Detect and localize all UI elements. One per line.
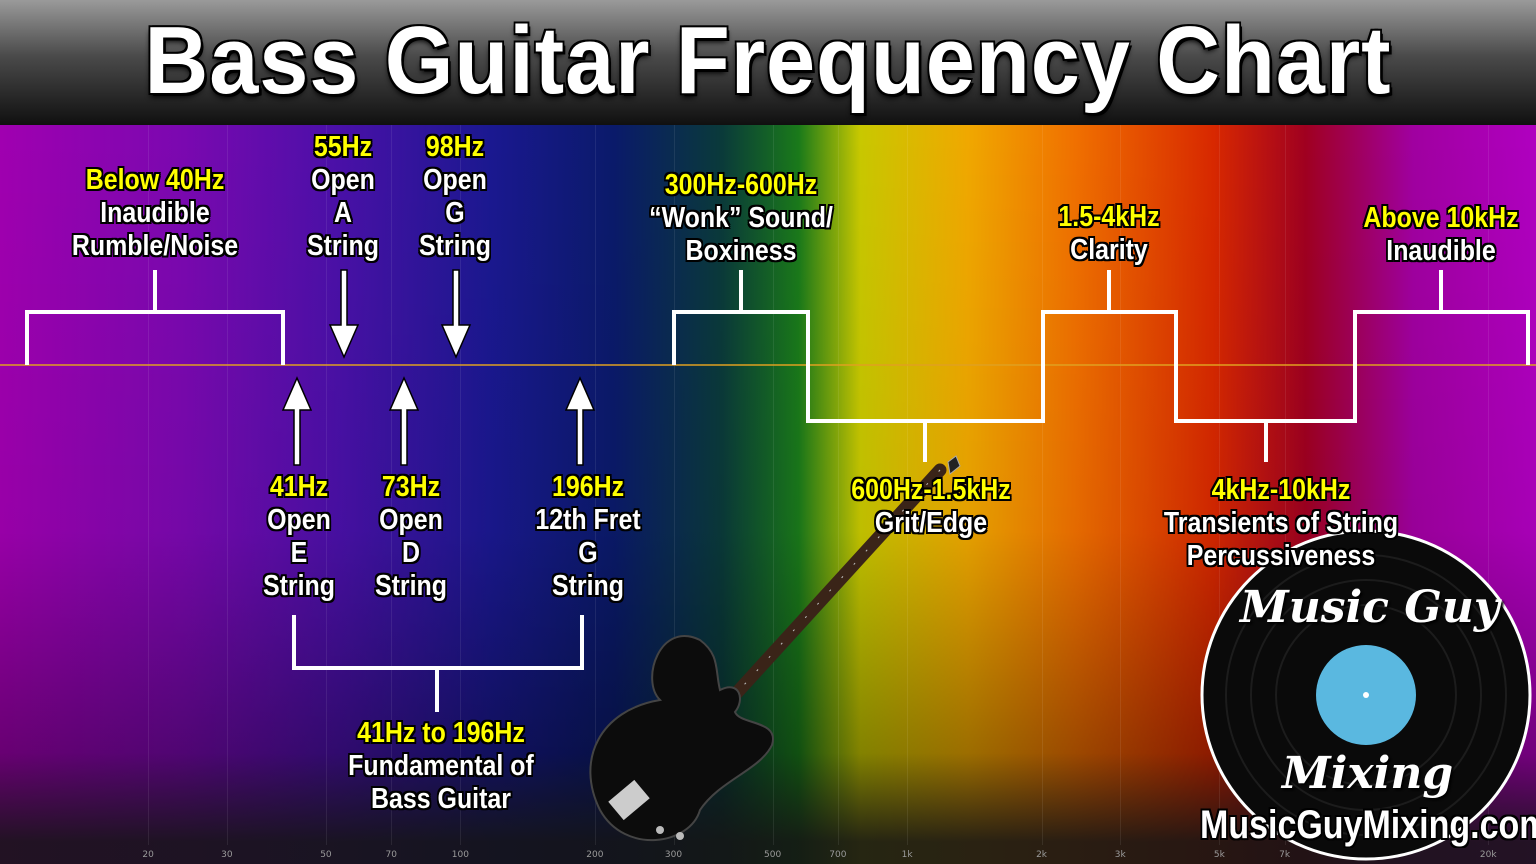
label-freq: 73Hz	[381, 471, 441, 503]
axis-tick-label: 2k	[1036, 850, 1048, 860]
bass-guitar-icon	[589, 455, 961, 842]
label-line: Open	[267, 504, 331, 536]
arrow-up-41hz-icon	[281, 376, 313, 466]
website-url: MusicGuyMixing.com	[1200, 803, 1536, 847]
arrow-down-98hz-icon	[440, 269, 472, 359]
grid-line	[1041, 125, 1043, 845]
label-line: String	[306, 230, 380, 262]
axis-tick-label: 3k	[1114, 850, 1126, 860]
label-line: Inaudible	[100, 197, 210, 229]
logo-text-line1: Music Guy	[1240, 582, 1500, 633]
label-line: Rumble/Noise	[71, 230, 239, 262]
label-freq: 196Hz	[551, 471, 625, 503]
grid-line	[226, 125, 228, 845]
arrow-up-73hz-icon	[388, 376, 420, 466]
label-98hz: 98Hz Open G String	[419, 131, 491, 263]
label-line: “Wonk” Sound/	[649, 202, 833, 234]
label-line: Transients of String	[1163, 507, 1399, 539]
axis-tick-label: 30	[221, 850, 233, 860]
label-line: Clarity	[1070, 234, 1148, 266]
bracket-range-chain	[672, 310, 1530, 423]
label-line: Fundamental of	[348, 750, 534, 782]
label-600hz-1-5khz: 600Hz-1.5kHz Grit/Edge	[851, 474, 1010, 540]
label-line: String	[551, 570, 625, 602]
title-bar	[0, 0, 1536, 125]
vinyl-record-logo	[1200, 529, 1532, 861]
axis-tick-label: 5k	[1213, 850, 1225, 860]
label-55hz: 55Hz Open A String	[307, 131, 379, 263]
bracket-fundamental	[292, 615, 584, 670]
label-300-600hz: 300Hz-600Hz “Wonk” Sound/ Boxiness	[649, 169, 833, 268]
axis-tick-label: 20k	[1479, 850, 1497, 860]
grid-line	[460, 125, 462, 845]
label-freq: 600Hz-1.5kHz	[851, 474, 1011, 506]
logo-text-line2: Mixing	[1282, 748, 1454, 799]
label-above-10khz: Above 10kHz Inaudible	[1363, 202, 1518, 268]
label-line: D	[401, 537, 421, 569]
label-line: Bass Guitar	[370, 783, 512, 815]
grid-line	[325, 125, 327, 845]
label-line: G	[445, 197, 465, 229]
label-below-40hz: Below 40Hz Inaudible Rumble/Noise	[72, 164, 238, 263]
label-freq: 98Hz	[425, 131, 485, 163]
label-line: Boxiness	[685, 235, 797, 267]
arrow-down-55hz-icon	[328, 269, 360, 359]
label-fundamental: 41Hz to 196Hz Fundamental of Bass Guitar	[348, 717, 534, 816]
label-freq: 41Hz	[269, 471, 329, 503]
bracket-below-40hz	[25, 310, 285, 365]
label-line: Inaudible	[1386, 235, 1496, 267]
grid-line	[391, 125, 393, 845]
label-line: G	[578, 537, 598, 569]
label-line: Grit/Edge	[874, 507, 988, 539]
arrow-up-196hz-icon	[564, 376, 596, 466]
grid-line	[907, 125, 909, 845]
grid-line	[837, 125, 839, 845]
axis-tick-label: 20	[142, 850, 154, 860]
label-freq: 4kHz-10kHz	[1211, 474, 1351, 506]
axis-tick-label: 50	[320, 850, 332, 860]
label-line: Open	[311, 164, 375, 196]
label-freq: Below 40Hz	[85, 164, 225, 196]
grid-line	[148, 125, 150, 845]
label-4-10khz: 4kHz-10kHz Transients of String Percussi…	[1164, 474, 1398, 573]
label-1-5-4khz: 1.5-4kHz Clarity	[1058, 201, 1159, 267]
page-title: Bass Guitar Frequency Chart	[144, 7, 1392, 114]
grid-line	[673, 125, 675, 845]
grid-line	[772, 125, 774, 845]
label-41hz: 41Hz Open E String	[263, 471, 335, 603]
label-line: E	[290, 537, 308, 569]
axis-tick-label: 200	[586, 850, 604, 860]
axis-tick-label: 700	[829, 850, 847, 860]
axis-tick-label: 300	[664, 850, 683, 860]
label-196hz: 196Hz 12th Fret G String	[535, 471, 640, 603]
label-freq: 41Hz to 196Hz	[357, 717, 525, 749]
label-line: String	[374, 570, 448, 602]
label-freq: Above 10kHz	[1363, 202, 1519, 234]
label-freq: 300Hz-600Hz	[664, 169, 818, 201]
grid-line	[1284, 125, 1286, 845]
label-freq: 55Hz	[313, 131, 373, 163]
label-line: Percussiveness	[1186, 540, 1376, 572]
label-line: Open	[379, 504, 443, 536]
label-line: 12th Fret	[535, 504, 641, 536]
grid-line	[1219, 125, 1221, 845]
axis-tick-label: 7k	[1279, 850, 1291, 860]
axis-tick-label: 100	[451, 850, 469, 860]
axis-tick-label: 500	[764, 850, 782, 860]
label-line: Open	[423, 164, 487, 196]
grid-line	[594, 125, 596, 845]
label-line: String	[262, 570, 336, 602]
label-73hz: 73Hz Open D String	[375, 471, 447, 603]
axis-tick-label: 1k	[901, 850, 913, 860]
grid-line	[1488, 125, 1490, 845]
label-line: String	[418, 230, 492, 262]
label-line: A	[333, 197, 353, 229]
axis-tick-label: 70	[385, 850, 397, 860]
grid-line	[1120, 125, 1122, 845]
label-freq: 1.5-4kHz	[1058, 201, 1160, 233]
